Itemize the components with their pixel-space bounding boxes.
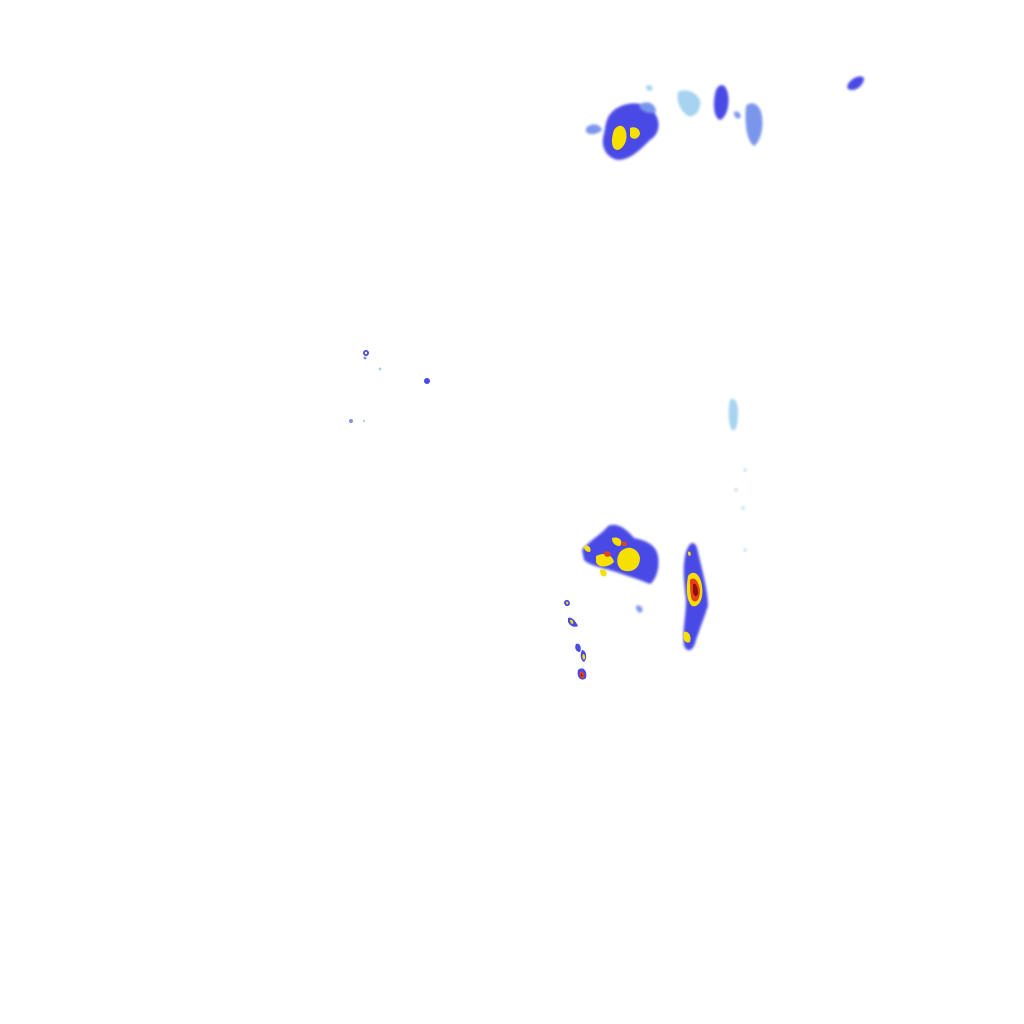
rain-cells-south-west <box>564 599 587 680</box>
rain-cell-south-complex <box>582 524 659 613</box>
rain-line-south-east-core <box>683 551 703 643</box>
rain-cell-south-complex-core <box>584 537 640 577</box>
rain-cell-north-light-a <box>646 85 701 117</box>
rain-streak-east <box>728 398 747 552</box>
rain-cell-north-b <box>713 85 741 120</box>
rain-speckles-west <box>349 350 430 423</box>
rain-cell-north-c <box>745 103 763 146</box>
rain-cell-north-main-core <box>611 125 640 150</box>
rain-cell-north-east <box>847 76 864 90</box>
